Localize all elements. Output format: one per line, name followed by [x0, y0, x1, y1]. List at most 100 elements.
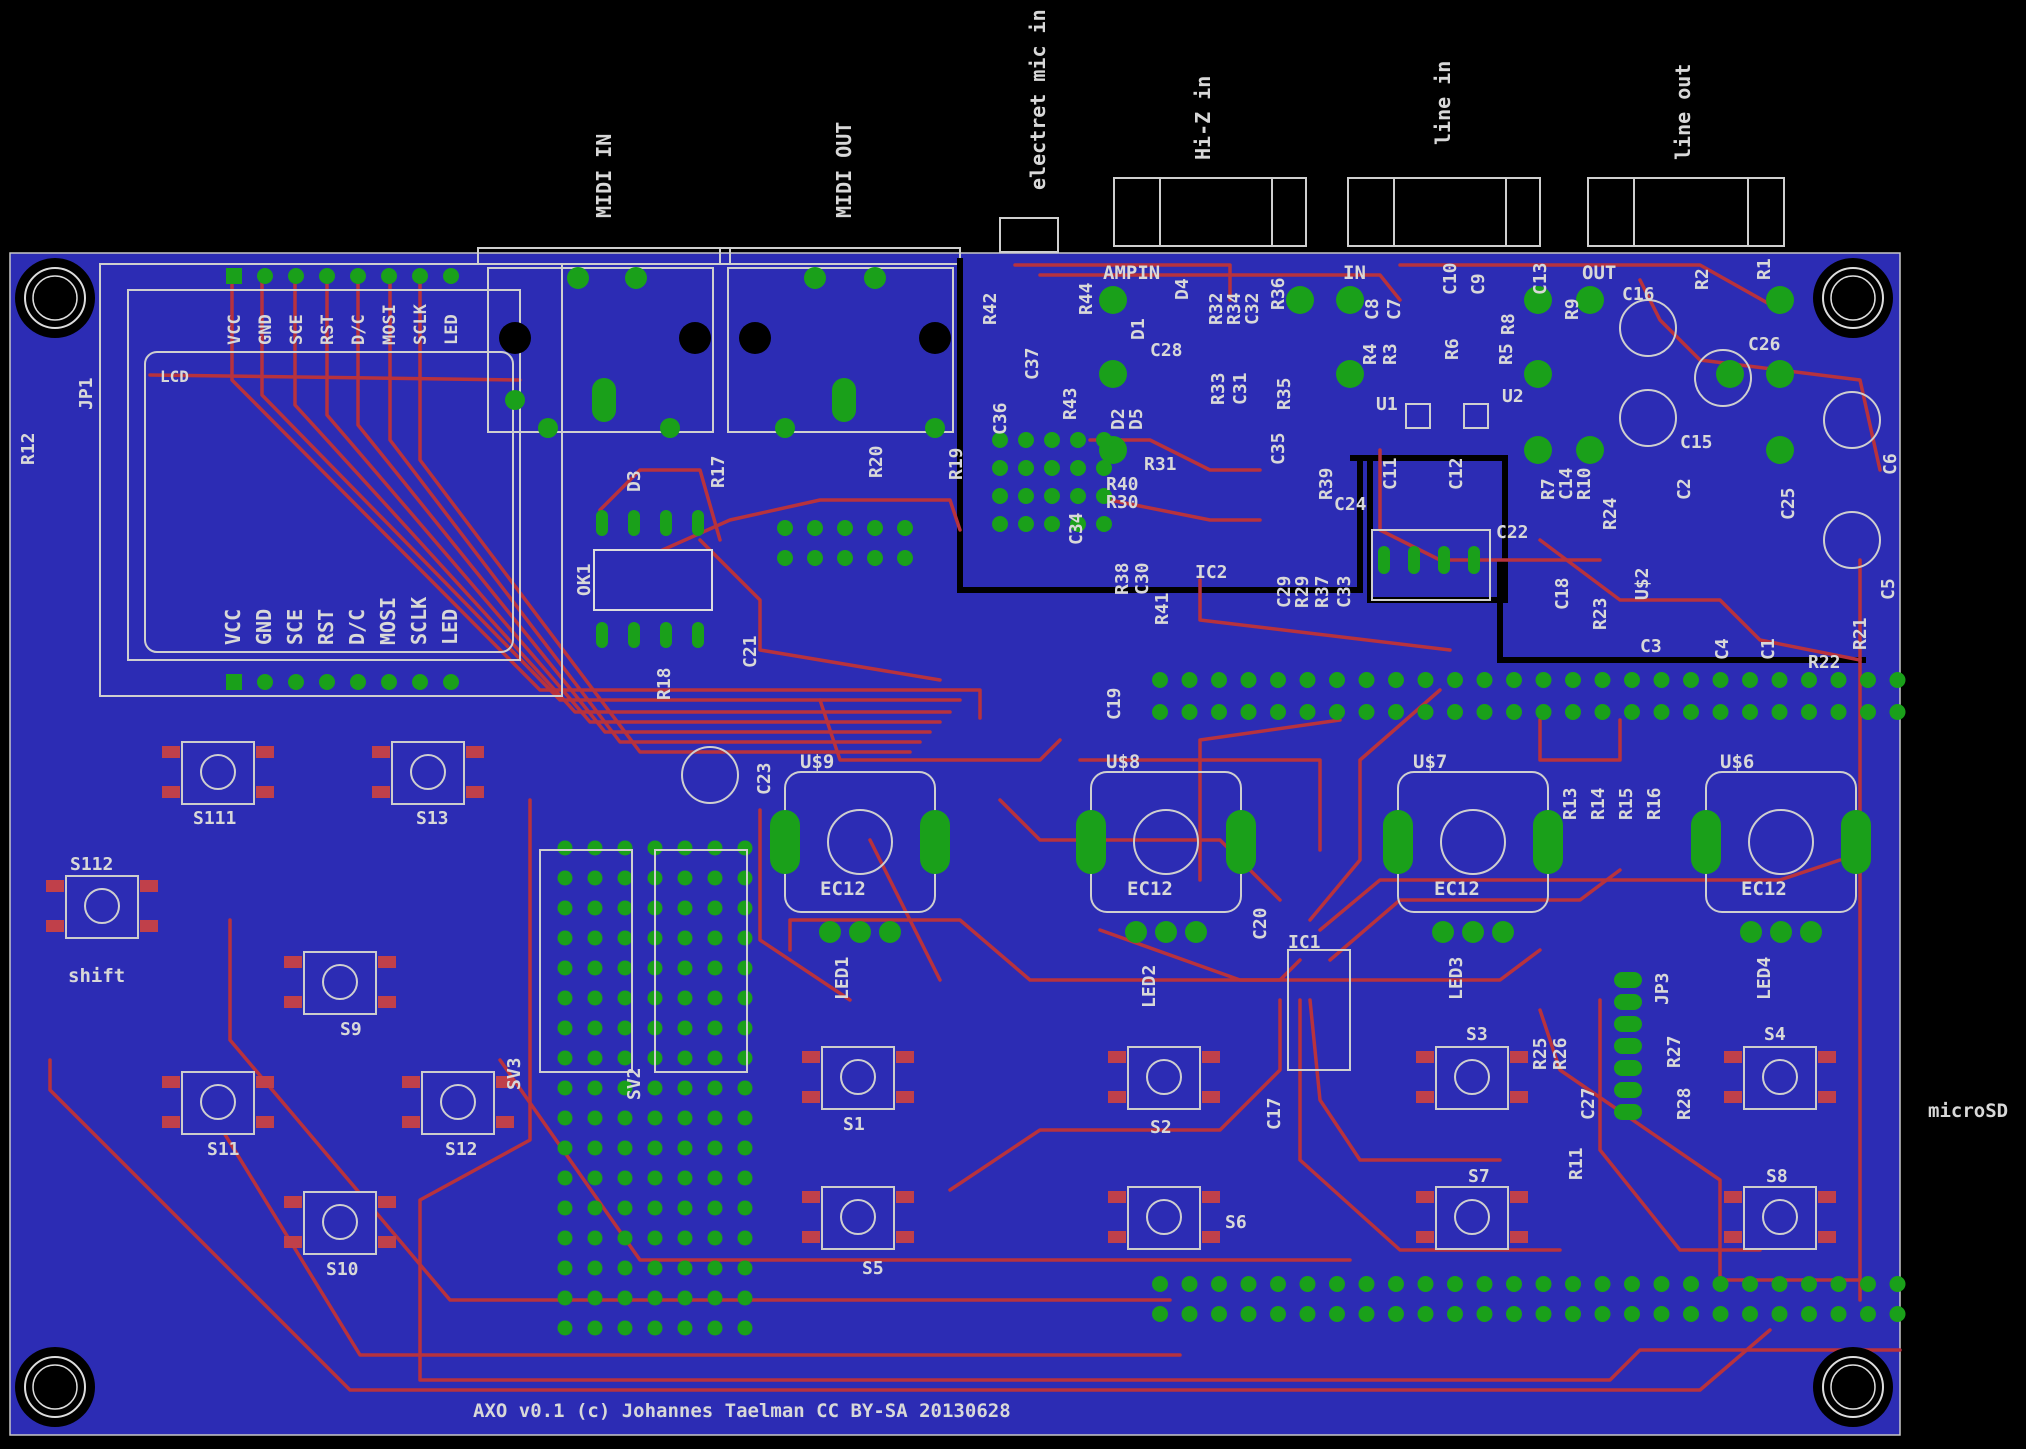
proto-pad [557, 1320, 573, 1336]
header-pad [1476, 1276, 1493, 1292]
proto-pad [647, 1140, 663, 1156]
proto-pad [677, 1290, 693, 1306]
part-designator: C9 [1468, 273, 1489, 295]
line-in-label: line in [1431, 61, 1455, 145]
u1-label: U1 [1376, 394, 1398, 415]
shift-label: shift [68, 965, 125, 987]
part-designator: R22 [1808, 652, 1841, 673]
board-credit: AXO v0.1 (c) Johannes Taelman CC BY-SA 2… [473, 1400, 1011, 1422]
part-designator: R34 [1224, 292, 1245, 325]
header-pad [1152, 1276, 1168, 1292]
proto-pad [677, 1050, 693, 1066]
proto-pad [707, 1290, 723, 1306]
header-pad [837, 520, 853, 536]
header-pad [1240, 1276, 1257, 1292]
switch-s111: S111 [193, 808, 236, 829]
header-pad [992, 516, 1008, 532]
part-designator: D5 [1126, 408, 1147, 430]
sv3-label: SV3 [504, 1057, 525, 1090]
part-designator: D2 [1108, 408, 1129, 430]
board-outline [9, 252, 1901, 1436]
header-pad [1070, 460, 1086, 476]
header-pad [1211, 1306, 1227, 1322]
proto-pad [677, 1080, 693, 1096]
part-designator: R14 [1588, 787, 1609, 820]
header-pad [1712, 672, 1729, 688]
connector-housings [477, 177, 1785, 265]
header-pad [1181, 1276, 1198, 1292]
header-pad [1594, 1306, 1611, 1322]
header-pad [1683, 1306, 1699, 1322]
part-designator: C2 [1674, 478, 1695, 500]
proto-pad [617, 870, 633, 886]
proto-pad [587, 1110, 603, 1126]
header-pad [1889, 1306, 1906, 1322]
encoder-4-part: EC12 [1741, 878, 1787, 900]
header-pad [1417, 672, 1434, 688]
header-pad [1801, 1276, 1817, 1292]
header-pad [1044, 432, 1060, 448]
midi-in-label: MIDI IN [592, 134, 616, 218]
audio-jack-pads [1099, 286, 1794, 464]
header-pad [1447, 672, 1463, 688]
header-pad [1742, 704, 1758, 720]
switch-s3: S3 [1466, 1024, 1488, 1045]
header-pad [1447, 1276, 1463, 1292]
header-pad [1614, 972, 1642, 988]
part-designator: C11 [1380, 457, 1401, 490]
proto-pad [557, 990, 573, 1006]
header-pad [1889, 672, 1906, 688]
switch-s1: S1 [843, 1114, 865, 1135]
switch-s12: S12 [445, 1139, 478, 1160]
part-designator: D4 [1172, 278, 1193, 300]
header-pad [1594, 672, 1611, 688]
proto-pad [617, 1200, 633, 1216]
header-pad [1211, 704, 1227, 720]
part-designator: R21 [1850, 617, 1871, 650]
proto-pad [707, 840, 723, 856]
header-pad [897, 550, 913, 566]
electrolytic-caps [681, 299, 1881, 804]
header-pad [992, 460, 1008, 476]
proto-pad [557, 1200, 573, 1216]
proto-pad [677, 1110, 693, 1126]
proto-pad [617, 1110, 633, 1126]
part-designator: C6 [1880, 453, 1901, 475]
header-pad [1476, 672, 1493, 688]
part-designator: C30 [1132, 562, 1153, 595]
header-pad [1624, 672, 1640, 688]
header-pad [1860, 704, 1876, 720]
in-label: IN [1343, 262, 1366, 284]
header-pad [1270, 1306, 1286, 1322]
header-pad [1830, 672, 1847, 688]
header-pad [1299, 704, 1316, 720]
part-designator: R10 [1574, 467, 1595, 500]
header-pad [1801, 672, 1817, 688]
part-designator: C4 [1712, 638, 1733, 660]
proto-pad [737, 1200, 753, 1216]
part-designator: R40 [1106, 474, 1139, 495]
header-pad [1614, 1104, 1642, 1120]
part-designator: R35 [1274, 377, 1295, 410]
part-designator: R25 [1530, 1037, 1551, 1070]
proto-pad [617, 1140, 633, 1156]
header-pad [1070, 432, 1086, 448]
proto-pad [647, 1320, 663, 1336]
part-designator: C37 [1022, 347, 1043, 380]
part-designator: R30 [1106, 492, 1139, 513]
proto-pad [647, 1290, 663, 1306]
part-designator: C26 [1748, 334, 1781, 355]
ampin-label: AMPIN [1103, 262, 1160, 284]
header-pad [1860, 1306, 1876, 1322]
proto-pad [707, 900, 723, 916]
header-pad [1476, 1306, 1493, 1322]
proto-pad [587, 1230, 603, 1246]
proto-pad [737, 960, 753, 976]
proto-pad [557, 930, 573, 946]
encoder-2-name: U$8 [1106, 751, 1140, 773]
header-pad [1506, 1276, 1522, 1292]
part-designator: R12 [18, 432, 39, 465]
header-pad [1771, 704, 1788, 720]
ic2-label: IC2 [1195, 562, 1228, 583]
proto-pad [737, 1080, 753, 1096]
